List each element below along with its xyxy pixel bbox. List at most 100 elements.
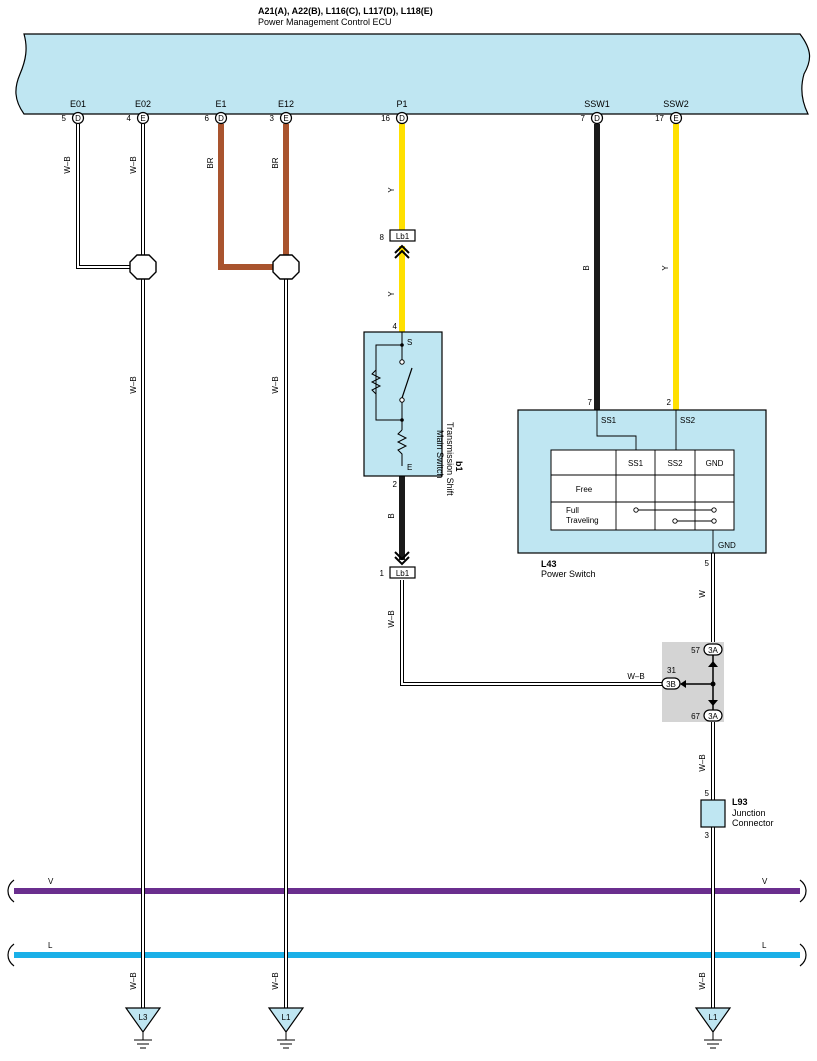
svg-text:L3: L3 bbox=[139, 1013, 148, 1022]
wire-label: W–B bbox=[129, 156, 138, 173]
wire-label: B bbox=[582, 265, 591, 270]
table-row-label: Free bbox=[576, 485, 593, 494]
b1-switch: 4 S E 2 b1 Transmission Shift Main Switc… bbox=[363, 322, 464, 496]
wire-label: Y bbox=[387, 187, 396, 193]
svg-text:L1: L1 bbox=[709, 1013, 718, 1022]
svg-text:L1: L1 bbox=[282, 1013, 291, 1022]
table-header: SS2 bbox=[667, 459, 683, 468]
svg-text:L: L bbox=[762, 941, 767, 950]
wire-lb1-out bbox=[400, 580, 664, 686]
svg-text:D: D bbox=[399, 114, 405, 123]
ecu-pin-e1: D 6 bbox=[205, 111, 228, 125]
l43-name: Power Switch bbox=[541, 569, 596, 579]
ecu-pin-e12: E 3 bbox=[270, 111, 293, 125]
svg-text:GND: GND bbox=[718, 541, 736, 550]
wire-label: Y bbox=[387, 291, 396, 297]
pin-number: 16 bbox=[381, 114, 390, 123]
svg-text:D: D bbox=[594, 114, 600, 123]
wire-crossings bbox=[141, 884, 715, 962]
svg-text:D: D bbox=[75, 114, 81, 123]
connector-lb1-bottom: 1 Lb1 bbox=[380, 551, 416, 579]
svg-text:3A: 3A bbox=[708, 712, 718, 721]
ecu-pin-p1: D 16 bbox=[381, 111, 409, 125]
ecu-pin-e02: E 4 bbox=[127, 111, 150, 125]
b1-code: b1 bbox=[454, 461, 464, 472]
svg-text:8: 8 bbox=[380, 233, 385, 242]
ecu-pin-e01: D 5 bbox=[62, 111, 85, 125]
pin-number: 5 bbox=[705, 789, 710, 798]
svg-text:3A: 3A bbox=[708, 646, 718, 655]
svg-text:S: S bbox=[407, 338, 412, 347]
wire-label: W–B bbox=[627, 672, 644, 681]
pin-number: 3 bbox=[705, 831, 710, 840]
table-row-label: Full bbox=[566, 506, 579, 515]
wire-label: W–B bbox=[698, 972, 707, 989]
connector-lb1-top: 8 Lb1 bbox=[380, 229, 416, 259]
svg-text:3B: 3B bbox=[666, 680, 676, 689]
ecu-terminal-name: E12 bbox=[278, 99, 294, 109]
pin-number: 4 bbox=[127, 114, 132, 123]
pin-number: 7 bbox=[581, 114, 586, 123]
l43-code: L43 bbox=[541, 559, 557, 569]
ecu-terminal-name: E01 bbox=[70, 99, 86, 109]
wire-label: W–B bbox=[129, 376, 138, 393]
bus-l: L L bbox=[7, 941, 807, 967]
ecu-pin-ssw1: D 7 bbox=[581, 111, 604, 125]
ecu-body bbox=[15, 33, 811, 115]
wire-label: W–B bbox=[63, 156, 72, 173]
wire-label: W–B bbox=[698, 754, 707, 771]
pin-number: 17 bbox=[655, 114, 664, 123]
table-row-label: Traveling bbox=[566, 516, 599, 525]
l93-name-line2: Connector bbox=[732, 818, 774, 828]
wire-label: W–B bbox=[271, 376, 280, 393]
ecu-pin-ssw2: E 17 bbox=[655, 111, 683, 125]
b1-name-line2: Main Switch bbox=[435, 430, 445, 479]
wire-e1-brown bbox=[218, 124, 286, 270]
ground-symbol: L3 bbox=[124, 1007, 162, 1049]
table-header: SS1 bbox=[628, 459, 644, 468]
l93-junction-connector: 5 3 L93 Junction Connector bbox=[700, 789, 774, 840]
svg-text:SS2: SS2 bbox=[680, 416, 696, 425]
ground-symbol: L1 bbox=[694, 1007, 732, 1049]
b1-name-line1: Transmission Shift bbox=[445, 422, 455, 496]
pin-number: 57 bbox=[691, 646, 700, 655]
ecu-terminal-name: SSW2 bbox=[663, 99, 689, 109]
svg-text:E: E bbox=[283, 114, 288, 123]
wire-label: W bbox=[698, 590, 707, 598]
pin-number: 3 bbox=[270, 114, 275, 123]
ecu-terminal-name: E1 bbox=[215, 99, 226, 109]
svg-text:SS1: SS1 bbox=[601, 416, 617, 425]
svg-text:E: E bbox=[140, 114, 145, 123]
svg-text:V: V bbox=[762, 877, 768, 886]
junction-block: 3A 57 3B 31 3A 67 bbox=[661, 642, 724, 722]
wire-label: BR bbox=[271, 157, 280, 168]
svg-text:V: V bbox=[48, 877, 54, 886]
svg-text:D: D bbox=[218, 114, 224, 123]
l93-name-line1: Junction bbox=[732, 808, 766, 818]
ecu-terminal-name: E02 bbox=[135, 99, 151, 109]
pin-number: 4 bbox=[393, 322, 398, 331]
pin-number: 7 bbox=[588, 398, 593, 407]
l43-power-switch: 7 2 SS1 SS2 GND SS1 SS2 GND Free Full Tr… bbox=[517, 398, 767, 579]
bus-v: V V bbox=[7, 877, 807, 903]
wire-label: W–B bbox=[387, 610, 396, 627]
pin-number: 5 bbox=[705, 559, 710, 568]
wire-e01 bbox=[76, 124, 134, 269]
wire-label: BR bbox=[206, 157, 215, 168]
wire-label: W–B bbox=[129, 972, 138, 989]
svg-text:E: E bbox=[673, 114, 678, 123]
wire-label: Y bbox=[661, 265, 670, 271]
ecu-terminal-name: SSW1 bbox=[584, 99, 610, 109]
ecu-name: Power Management Control ECU bbox=[258, 17, 392, 27]
splice-point bbox=[129, 254, 157, 280]
pin-number: 67 bbox=[691, 712, 700, 721]
svg-text:1: 1 bbox=[380, 569, 385, 578]
splice-point bbox=[272, 254, 300, 280]
table-header: GND bbox=[706, 459, 724, 468]
svg-text:Lb1: Lb1 bbox=[396, 232, 410, 241]
ecu-codes: A21(A), A22(B), L116(C), L117(D), L118(E… bbox=[258, 6, 433, 16]
pin-number: 5 bbox=[62, 114, 67, 123]
ecu-terminal-name: P1 bbox=[396, 99, 407, 109]
l93-code: L93 bbox=[732, 797, 748, 807]
